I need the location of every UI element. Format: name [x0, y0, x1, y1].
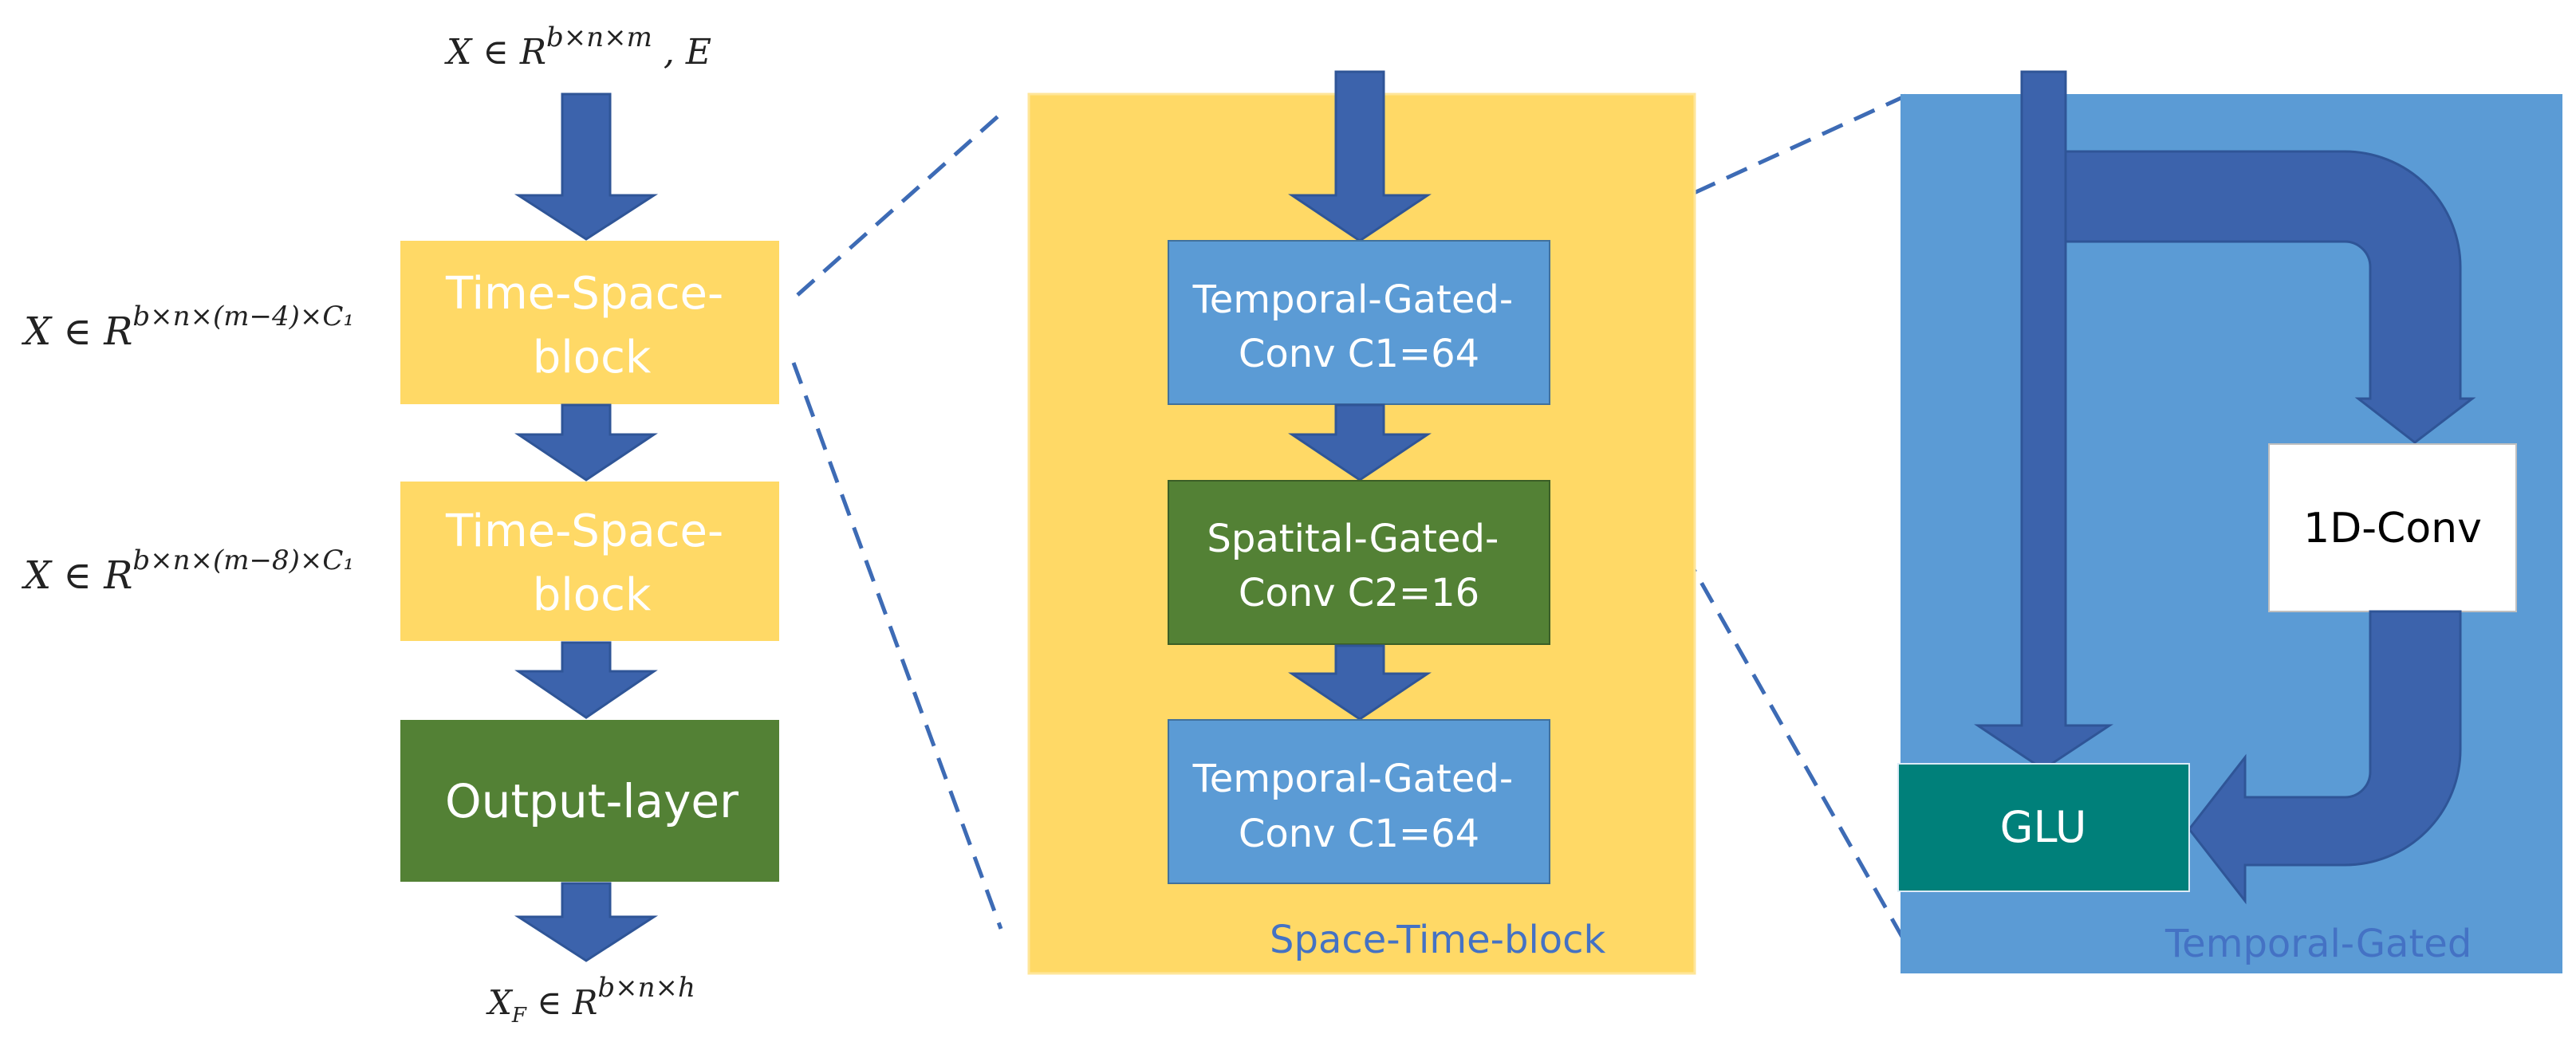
- arrow-block2-to-output: [514, 641, 658, 719]
- glu-label: GLU: [2000, 802, 2087, 852]
- spatial-gated-conv: [1168, 480, 1550, 645]
- output-layer-box: [400, 720, 779, 882]
- time-space-block-2-label: Time-Space- block: [445, 505, 738, 621]
- temporal-gated-conv-1: [1168, 240, 1550, 405]
- arrow-temporal-1-to-spatial: [1288, 403, 1432, 482]
- temporal-gated-conv-2: [1168, 719, 1550, 884]
- arrow-branch-to-1d-conv: [2064, 150, 2476, 444]
- temporal-gated-conv-2-label: Temporal-Gated- Conv C1=64: [1192, 757, 1526, 856]
- time-space-block-2: [400, 482, 779, 641]
- output-dim-label: XF ∈ Rb×n×h: [486, 972, 695, 1028]
- arrow-block1-to-block2: [514, 403, 658, 482]
- 1d-conv-label: 1D-Conv: [2303, 505, 2482, 552]
- zoom-line-left-bottom: [791, 362, 1003, 930]
- spatial-gated-conv-label: Spatital-Gated- Conv C2=16: [1207, 517, 1511, 615]
- temporal-gated-conv-1-label: Temporal-Gated- Conv C1=64: [1192, 277, 1526, 376]
- arrow-spatial-to-temporal-2: [1288, 644, 1432, 721]
- output-layer-label: Output-layer: [445, 774, 739, 828]
- temporal-gated-caption: Temporal-Gated: [2164, 922, 2472, 966]
- block1-dim-label: X ∈ Rb×n×(m−4)×C₁: [21, 301, 354, 354]
- arrow-output-to-result: [514, 882, 659, 962]
- time-space-block-1: [400, 241, 779, 404]
- space-time-block-caption: Space-Time-block: [1270, 918, 1606, 962]
- arrow-into-temporal-1: [1288, 70, 1432, 242]
- glu-box: [1897, 763, 2190, 892]
- input-label: X ∈ Rb×n×m , E: [444, 22, 711, 73]
- arrow-1d-conv-to-glu: [2188, 610, 2462, 905]
- zoom-line-left-top: [796, 110, 1005, 297]
- 1d-conv-box: [2268, 443, 2517, 612]
- arrow-input-to-block1: [514, 92, 659, 241]
- zoom-line-right-top: [1566, 93, 1908, 254]
- block2-dim-label: X ∈ Rb×n×(m−8)×C₁: [21, 545, 354, 598]
- time-space-block-1-label: Time-Space- block: [445, 268, 738, 383]
